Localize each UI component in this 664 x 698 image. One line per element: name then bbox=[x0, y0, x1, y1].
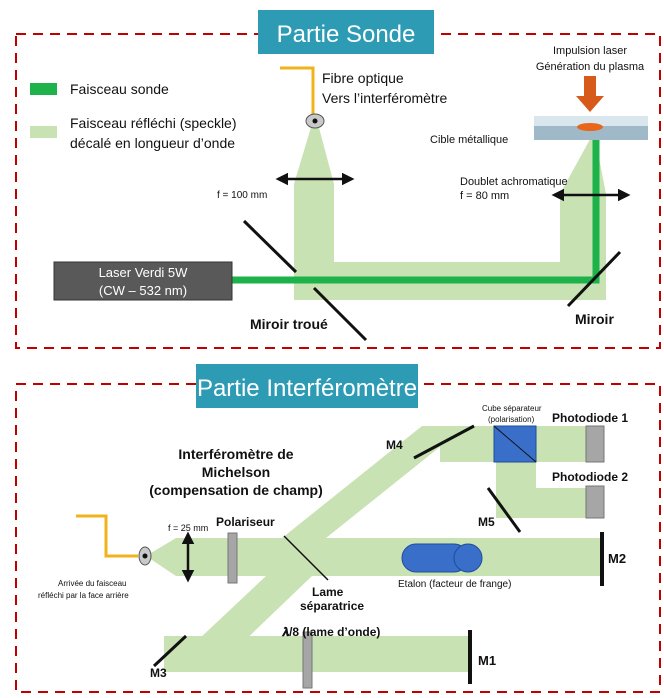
arrival-label-line2: réfléchi par la face arrière bbox=[38, 591, 129, 600]
photodiode-1 bbox=[585, 425, 605, 463]
holed-mirror-label: Miroir troué bbox=[250, 316, 328, 332]
mirror-m3 bbox=[152, 634, 188, 668]
m5-label: M5 bbox=[478, 515, 495, 529]
arrival-label-line1: Arrivée du faisceau bbox=[58, 579, 126, 588]
pulse-label-line1: Impulsion laser bbox=[553, 45, 627, 57]
mirror-probe-left bbox=[242, 219, 298, 274]
mirror-probe-right bbox=[566, 250, 622, 308]
probe-section-frame bbox=[15, 33, 661, 349]
target-label: Cible métallique bbox=[430, 134, 508, 146]
pulse-label-line2: Génération du plasma bbox=[536, 61, 645, 73]
waveplate bbox=[302, 631, 313, 689]
laser-label-line2: (CW – 532 nm) bbox=[99, 283, 187, 298]
legend-reflected-line2: décalé en longueur d’onde bbox=[70, 135, 235, 151]
michelson-label-line1: Interféromètre de bbox=[178, 446, 293, 462]
m4-label: M4 bbox=[386, 438, 403, 452]
beam-splitter-plate bbox=[283, 535, 329, 581]
photodiode2-label: Photodiode 2 bbox=[552, 470, 628, 484]
cube-label-line1: Cube séparateur bbox=[482, 404, 542, 413]
splitter-label-line2: séparatrice bbox=[300, 599, 364, 613]
doublet-label-line2: f = 80 mm bbox=[460, 190, 509, 202]
fiber-probe bbox=[280, 66, 315, 118]
laser-label-line1: Laser Verdi 5W bbox=[99, 265, 189, 280]
photodiode1-label: Photodiode 1 bbox=[552, 411, 628, 425]
lens-f25-label: f = 25 mm bbox=[168, 523, 208, 533]
waveplate-label: 𝝀/8 (lame d’onde) bbox=[281, 625, 380, 639]
m2-label: M2 bbox=[608, 551, 626, 566]
probe-title-box bbox=[258, 10, 434, 54]
m1-label: M1 bbox=[478, 653, 496, 668]
fiber-label-line1: Fibre optique bbox=[322, 70, 404, 86]
etalon bbox=[401, 543, 483, 573]
cube-label-line2: (polarisation) bbox=[488, 415, 535, 424]
mirror-m4 bbox=[413, 424, 475, 460]
michelson-label-line2: Michelson bbox=[202, 464, 270, 480]
fiber-label-line2: Vers l’interféromètre bbox=[322, 90, 447, 106]
pulse-arrow bbox=[576, 76, 604, 112]
interferometer-title-box bbox=[196, 364, 418, 408]
laser-verdi-box bbox=[53, 261, 233, 301]
interferometer-title: Partie Interféromètre bbox=[197, 375, 417, 402]
holed-mirror bbox=[312, 286, 368, 342]
mirror-m5 bbox=[486, 487, 522, 533]
doublet-label-line1: Doublet achromatique bbox=[460, 176, 568, 188]
legend-probe-swatch bbox=[30, 83, 57, 95]
michelson-label-line3: (compensation de champ) bbox=[149, 482, 322, 498]
lens-f100-label: f = 100 mm bbox=[217, 190, 267, 201]
metal-target bbox=[534, 116, 648, 140]
fiber-interferometer bbox=[76, 514, 138, 558]
legend-probe-label: Faisceau sonde bbox=[70, 81, 169, 97]
polarizer-label: Polariseur bbox=[216, 515, 275, 529]
polarizer bbox=[227, 532, 238, 584]
legend-reflected-line1: Faisceau réfléchi (speckle) bbox=[70, 115, 237, 131]
probe-beam bbox=[232, 132, 600, 284]
splitter-label-line1: Lame bbox=[312, 585, 344, 599]
reflected-beam-probe bbox=[294, 124, 606, 300]
etalon-label: Etalon (facteur de frange) bbox=[398, 579, 511, 590]
mirror-label: Miroir bbox=[575, 311, 614, 327]
m3-label: M3 bbox=[150, 666, 167, 680]
probe-title: Partie Sonde bbox=[277, 21, 416, 48]
legend-reflected-swatch bbox=[30, 126, 57, 138]
photodiode-2 bbox=[585, 485, 605, 519]
